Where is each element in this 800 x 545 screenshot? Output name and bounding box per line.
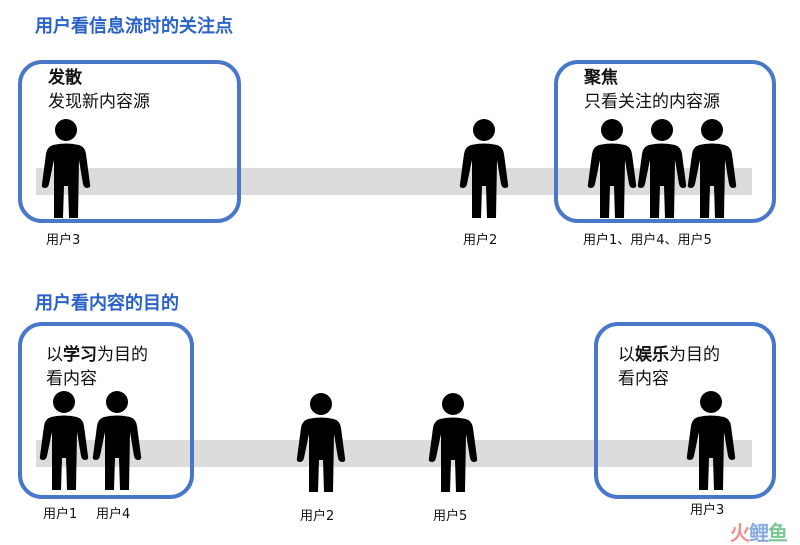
user-label: 用户4 — [96, 507, 131, 522]
user-label: 用户1、用户4、用户5 — [583, 233, 712, 248]
person-icon — [296, 393, 346, 492]
divergent-box — [18, 60, 241, 223]
person-icon — [687, 119, 737, 218]
divergent-text: 发现新内容源 — [48, 92, 150, 112]
user-label: 用户2 — [463, 233, 498, 248]
person-icon — [686, 391, 736, 490]
section2-title: 用户看内容的目的 — [35, 293, 179, 314]
focused-box — [554, 60, 776, 223]
section1-title: 用户看信息流时的关注点 — [35, 16, 233, 37]
person-icon — [637, 119, 687, 218]
learning-text: 以学习为目的 看内容 — [46, 345, 148, 389]
person-icon — [459, 119, 509, 218]
person-icon — [428, 393, 478, 492]
person-icon — [39, 391, 89, 490]
focused-heading: 聚焦 — [584, 68, 618, 88]
entertainment-text: 以娱乐为目的 看内容 — [618, 345, 720, 389]
user-label: 用户1 — [43, 507, 78, 522]
learning-box — [18, 322, 194, 499]
timeline-bar-2 — [36, 440, 752, 467]
focused-text: 只看关注的内容源 — [584, 92, 720, 112]
user-label: 用户3 — [46, 233, 81, 248]
person-icon — [41, 119, 91, 218]
divergent-heading: 发散 — [48, 68, 82, 88]
user-label: 用户2 — [300, 509, 335, 524]
person-icon — [92, 391, 142, 490]
user-label: 用户5 — [433, 509, 468, 524]
watermark-logo: 火鲤鱼 — [730, 521, 788, 545]
entertainment-box — [594, 322, 776, 499]
person-icon — [587, 119, 637, 218]
user-label: 用户3 — [690, 503, 725, 518]
